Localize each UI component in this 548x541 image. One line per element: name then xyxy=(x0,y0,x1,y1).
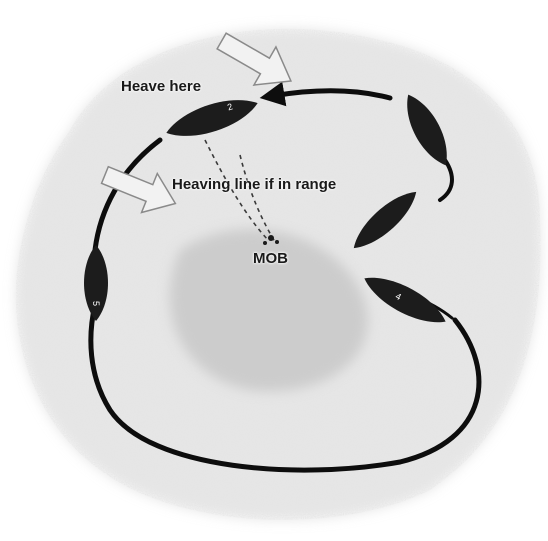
boat-number: 5 xyxy=(91,301,101,306)
mob-label: MOB xyxy=(253,250,288,267)
heave-here-label: Heave here xyxy=(121,78,201,95)
heaving-line-label: Heaving line if in range xyxy=(172,176,336,193)
